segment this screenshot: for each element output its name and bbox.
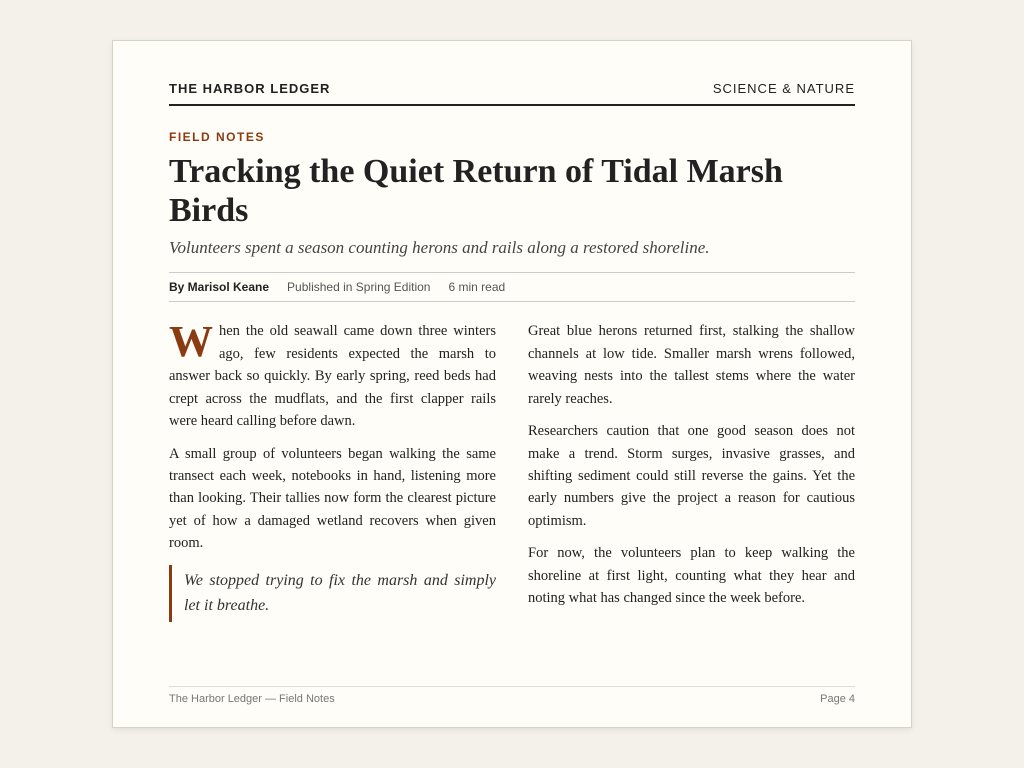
paragraph: A small group of volunteers began walkin… — [169, 445, 496, 552]
publish-date: Published in Spring Edition — [287, 280, 431, 295]
section-label[interactable]: Science & Nature — [712, 81, 855, 96]
footer-title: The Harbor Ledger — Field Notes — [169, 693, 335, 705]
article-body: When the old seawall came down three win… — [169, 317, 855, 627]
pullquote: We stopped trying to fix the marsh and s… — [169, 564, 496, 623]
brand-name[interactable]: The Harbor Ledger — [169, 81, 331, 96]
dek: Volunteers spent a season counting heron… — [169, 238, 710, 258]
paragraph: Great blue herons returned first, stalki… — [528, 323, 855, 407]
paragraph: When the old seawall came down three win… — [169, 317, 496, 430]
page-footer: The Harbor Ledger — Field Notes Page 4 — [169, 686, 855, 705]
article-page: The Harbor Ledger Science & Nature Field… — [112, 40, 912, 728]
author[interactable]: By Marisol Keane — [169, 280, 270, 295]
read-time: 6 min read — [448, 280, 506, 295]
byline: By Marisol Keane Published in Spring Edi… — [169, 272, 855, 303]
paragraph: Researchers caution that one good season… — [528, 423, 855, 529]
headline: Tracking the Quiet Return of Tidal Marsh… — [169, 153, 783, 230]
kicker: Field Notes — [169, 130, 265, 144]
paragraph: For now, the volunteers plan to keep wal… — [528, 545, 855, 607]
page-number: Page 4 — [820, 693, 855, 705]
masthead: The Harbor Ledger Science & Nature — [169, 81, 855, 106]
